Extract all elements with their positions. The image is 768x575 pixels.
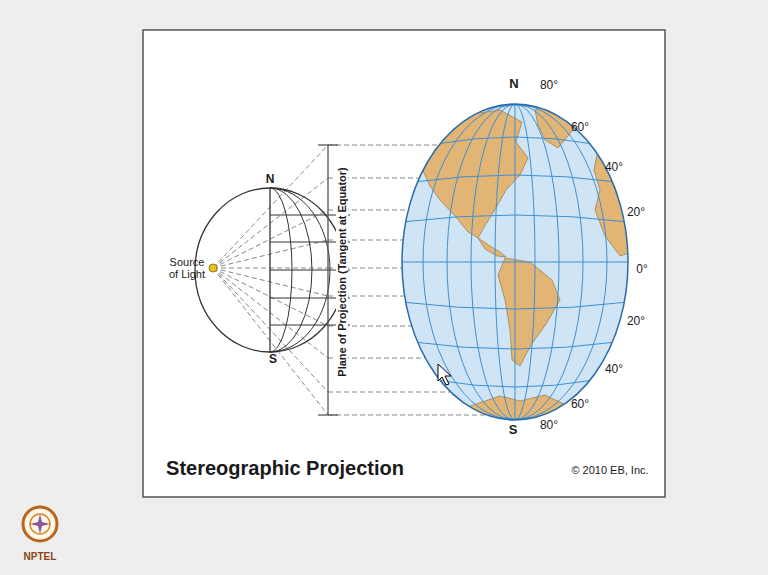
graticule xyxy=(398,104,632,420)
pole-label: S xyxy=(509,423,518,437)
latitude-label: 0° xyxy=(636,263,647,276)
parallel xyxy=(402,215,629,222)
pole-label: N xyxy=(509,77,518,91)
plane-label: Plane of Projection (Tangent at Equator) xyxy=(336,165,348,378)
latitude-label: 40° xyxy=(605,363,623,376)
pole-label: N xyxy=(266,173,275,186)
source-label: Source of Light xyxy=(166,256,208,280)
latitude-label: 40° xyxy=(605,161,623,174)
parallel xyxy=(398,262,632,263)
logo-text: NPTEL xyxy=(24,551,57,562)
parallel xyxy=(436,137,594,144)
parallel xyxy=(402,302,629,309)
projection-line xyxy=(328,145,439,146)
diagram-title: Stereographic Projection xyxy=(166,457,404,479)
latitude-label: 60° xyxy=(571,398,589,411)
parallel xyxy=(414,175,617,182)
globe xyxy=(398,101,632,425)
mouse-cursor xyxy=(438,364,451,385)
latitude-label: 20° xyxy=(627,315,645,328)
latitude-label: 20° xyxy=(627,206,645,219)
projection-line xyxy=(328,415,487,416)
latitude-label: 80° xyxy=(540,419,558,432)
latitude-label: 60° xyxy=(571,121,589,134)
frame xyxy=(143,30,665,497)
nptel-logo xyxy=(23,507,57,541)
latitude-label: 80° xyxy=(540,79,558,92)
pole-label: S xyxy=(269,353,277,366)
continents xyxy=(418,101,632,425)
projection-line xyxy=(328,392,451,393)
parallel xyxy=(414,342,617,349)
light-source xyxy=(209,264,217,272)
parallel xyxy=(436,380,594,387)
hemisphere xyxy=(195,188,350,352)
copyright-note: © 2010 EB, Inc. xyxy=(571,464,648,476)
